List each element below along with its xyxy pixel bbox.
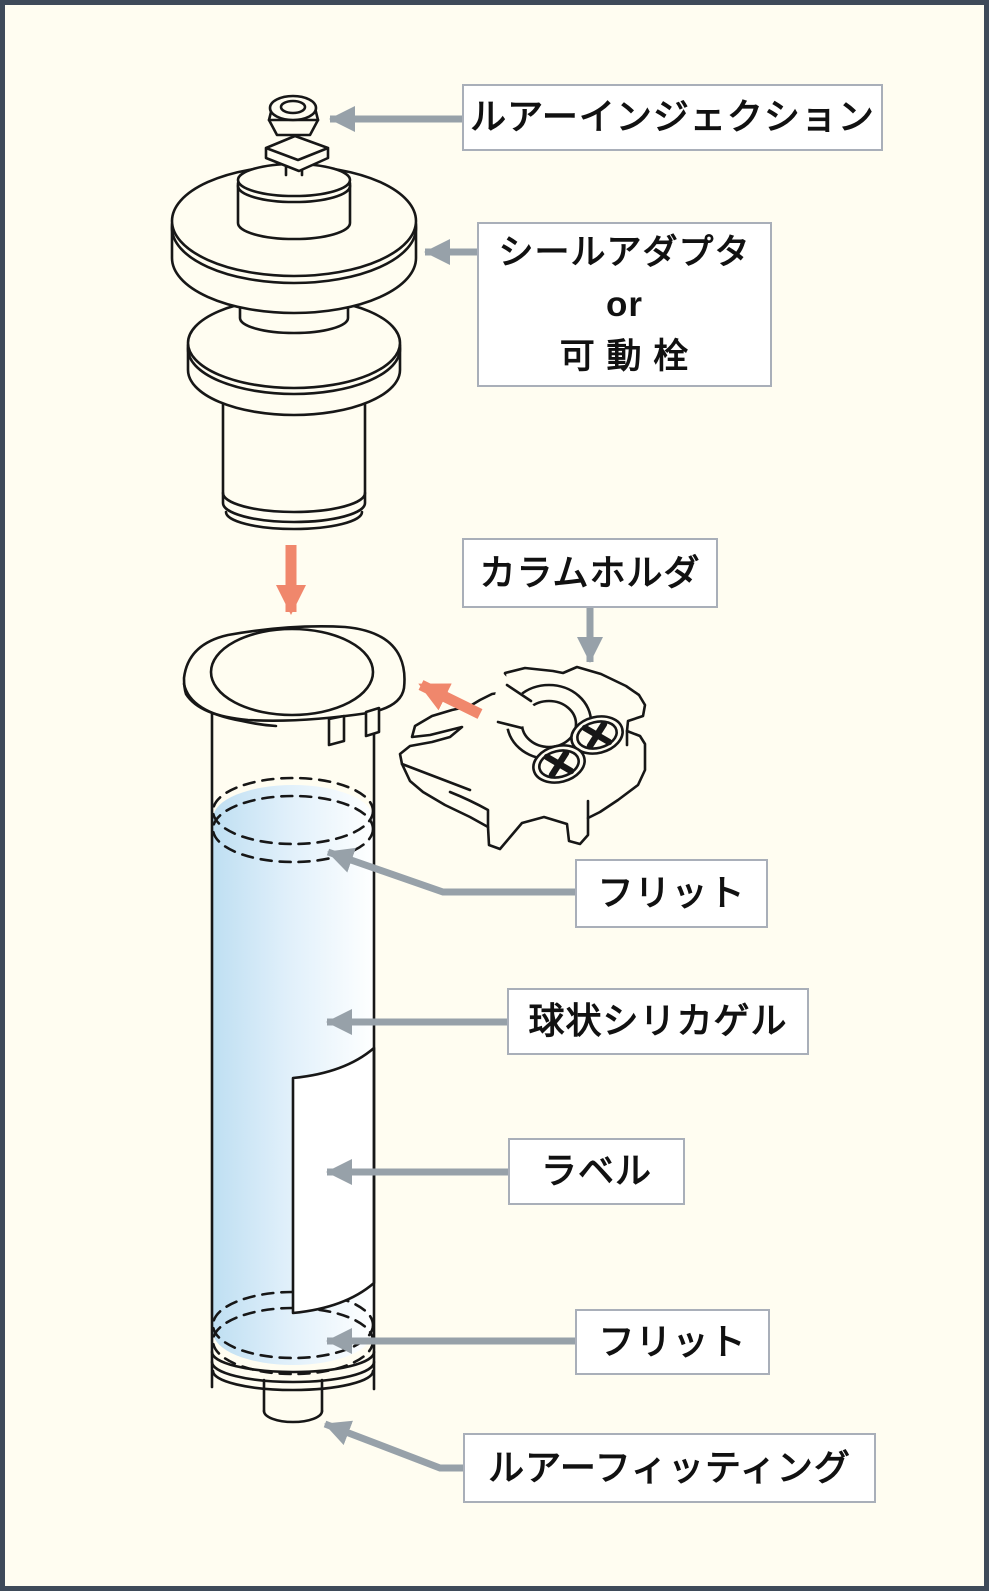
luer-fitting-shape	[262, 1378, 324, 1424]
callout-seal-adapter: シールアダプタ or 可 動 栓	[477, 222, 772, 387]
callout-frit-bottom: フリット	[575, 1309, 770, 1375]
callout-luer-injection: ルアーインジェクション	[462, 84, 883, 151]
callout-column-holder: カラムホルダ	[462, 538, 718, 608]
assembly-arrows	[276, 545, 483, 719]
screw-icon	[570, 715, 624, 755]
seal-adapter-drawing	[170, 94, 418, 531]
callout-silica-gel: 球状シリカゲル	[507, 988, 809, 1055]
label-sticker-shape	[291, 1046, 376, 1315]
orange-arrow-clip-icon	[418, 680, 483, 719]
arrow-luer-fitting-icon	[323, 1420, 463, 1472]
callout-label: ラベル	[508, 1138, 685, 1205]
screw-icon	[532, 744, 586, 784]
column-holder-drawing	[398, 665, 647, 851]
callout-frit-top: フリット	[575, 859, 768, 928]
callout-arrows	[323, 106, 603, 1472]
arrow-frit-top-icon	[326, 847, 575, 896]
callout-luer-fitting: ルアーフィッティング	[463, 1433, 876, 1503]
diagram-canvas	[170, 94, 647, 1472]
column-top-flange	[182, 625, 406, 747]
